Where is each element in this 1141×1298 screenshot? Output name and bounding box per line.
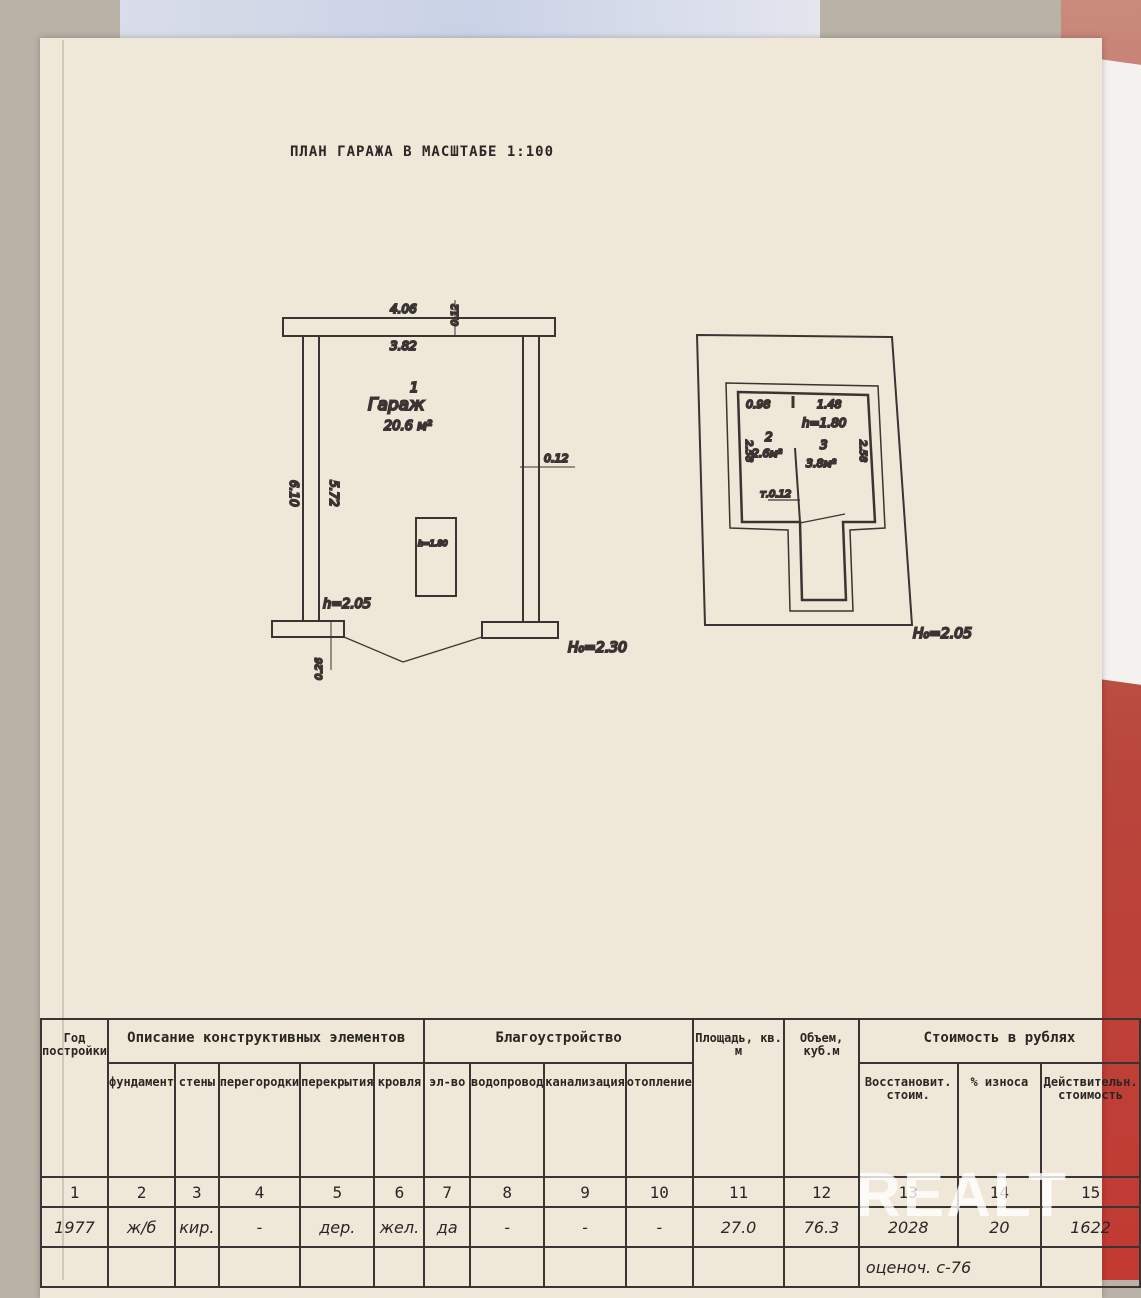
col-cost-header: Стоимость в рублях — [857, 1018, 1141, 1064]
cell-actual-cost: 1622 — [1040, 1206, 1141, 1248]
garage-height: h=2.05 — [323, 597, 371, 612]
col-volume-header: Объем, куб.м — [783, 1018, 860, 1178]
subheader: % износа — [956, 1062, 1043, 1178]
header-row: Год постройки Описание конструктивных эл… — [39, 1018, 1141, 1178]
inventory-table: Год постройки Описание конструктивных эл… — [39, 1018, 1141, 1288]
room-number: 1 — [410, 381, 418, 396]
cell-walls: кир. — [174, 1206, 220, 1248]
dim-threshold: 0.26 — [314, 658, 325, 680]
wall-front-right — [481, 621, 559, 639]
col-number: 8 — [469, 1176, 546, 1208]
cell-electricity: да — [423, 1206, 472, 1248]
dim-inner-length: 5.72 — [327, 480, 341, 507]
cellar-plan: 0.98 1.48 h=1.80 2 2.6м² 3 3.8м² 2.58 2.… — [695, 333, 973, 643]
col-number: 11 — [691, 1176, 786, 1208]
col-constr-header: Описание конструктивных элементов — [107, 1018, 426, 1064]
dim-outer-width: 4.06 — [390, 302, 417, 316]
background-paper-blue — [120, 0, 820, 45]
subheader: стены — [174, 1062, 220, 1178]
subheader: отопление — [624, 1062, 694, 1178]
col-number: 10 — [624, 1176, 694, 1208]
total-height: H₀=2.30 — [568, 640, 627, 656]
side-left: 2.58 — [743, 440, 754, 462]
col-number: 7 — [423, 1176, 472, 1208]
floor-plans: 4.06 3.82 0.12 0.12 1 Гараж 20.6 м² 6.10… — [271, 300, 973, 681]
table-row-note: оценоч. с-76 — [39, 1246, 1141, 1288]
col-number: 15 — [1040, 1176, 1141, 1208]
cell-heating: - — [624, 1206, 694, 1248]
dim-wall-top: 0.12 — [450, 304, 461, 326]
subheader: Восстановит. стоим. — [857, 1062, 959, 1178]
subheader-row: фундамент стены перегородки перекрытия к… — [41, 1062, 1141, 1178]
cell-sewer: - — [543, 1206, 627, 1248]
col-number: 12 — [783, 1176, 860, 1208]
col-number: 2 — [107, 1176, 177, 1208]
subheader: водопровод — [469, 1062, 546, 1178]
wall-front-left — [271, 620, 345, 638]
wall-right — [522, 335, 540, 623]
dim-left: 0.98 — [746, 398, 771, 411]
cell-wear-percent: 20 — [956, 1206, 1043, 1248]
pit-height: h=1.80 — [418, 539, 448, 548]
cell-foundation: ж/б — [107, 1206, 177, 1248]
col-number: 4 — [217, 1176, 302, 1208]
cell-note: оценоч. с-76 — [857, 1246, 1043, 1288]
col-number: 5 — [299, 1176, 376, 1208]
col-number: 6 — [373, 1176, 426, 1208]
column-number-row: 1 2 3 4 5 6 7 8 9 10 11 12 13 14 15 — [39, 1176, 1141, 1208]
col-number: 1 — [39, 1176, 110, 1208]
room3-number: 3 — [820, 438, 828, 452]
col-improve-header: Благоустройство — [423, 1018, 694, 1064]
cellar-total-height: H₀=2.05 — [913, 626, 972, 642]
cellar-outline — [695, 333, 914, 626]
page-title: ПЛАН ГАРАЖА В МАСШТАБЕ 1:100 — [290, 144, 555, 160]
room-area: 20.6 м² — [384, 419, 432, 434]
room-name: Гараж — [368, 395, 425, 415]
cell-roof: жел. — [373, 1206, 426, 1248]
dim-outer-length: 6.10 — [287, 480, 301, 507]
col-number: 14 — [956, 1176, 1043, 1208]
subheader: кровля — [373, 1062, 426, 1178]
subheader: фундамент — [107, 1062, 177, 1178]
subheader: перегородки — [217, 1062, 302, 1178]
partition: т.0.12 — [760, 489, 791, 500]
cell-volume: 76.3 — [783, 1206, 860, 1248]
cell-restoration-cost: 2028 — [857, 1206, 959, 1248]
col-number: 13 — [857, 1176, 959, 1208]
side-right: 2.58 — [857, 440, 868, 462]
watermark-logo: REALT — [856, 1161, 1069, 1230]
cell-year: 1977 — [39, 1206, 110, 1248]
dim-inner-width: 3.82 — [390, 339, 417, 353]
table-row: 1977 ж/б кир. - дер. жел. да - - - 27.0 … — [39, 1206, 1141, 1248]
cell-area: 27.0 — [691, 1206, 786, 1248]
wall-left — [302, 335, 320, 622]
col-year-header: Год постройки — [39, 1018, 110, 1178]
wall-top — [282, 317, 556, 337]
paper-fold — [62, 40, 64, 1280]
subheader: Действительн. стоимость — [1040, 1062, 1141, 1178]
dim-right: 1.48 — [817, 398, 842, 411]
dim-wall-right: 0.12 — [544, 452, 569, 465]
col-number: 3 — [174, 1176, 220, 1208]
subheader: канализация — [543, 1062, 627, 1178]
inspection-pit — [415, 517, 457, 597]
cell-water: - — [469, 1206, 546, 1248]
garage-plan: 4.06 3.82 0.12 0.12 1 Гараж 20.6 м² 6.10… — [271, 300, 628, 681]
cellar-height: h=1.80 — [802, 416, 847, 430]
subheader: перекрытия — [299, 1062, 376, 1178]
col-number: 9 — [543, 1176, 627, 1208]
col-area-header: Площадь, кв. м — [691, 1018, 786, 1178]
room2-number: 2 — [765, 430, 773, 444]
room3-area: 3.8м² — [806, 457, 837, 470]
subheader: эл-во — [423, 1062, 472, 1178]
cell-partitions: - — [217, 1206, 302, 1248]
cell-floors: дер. — [299, 1206, 376, 1248]
room2-area: 2.6м² — [752, 447, 783, 460]
